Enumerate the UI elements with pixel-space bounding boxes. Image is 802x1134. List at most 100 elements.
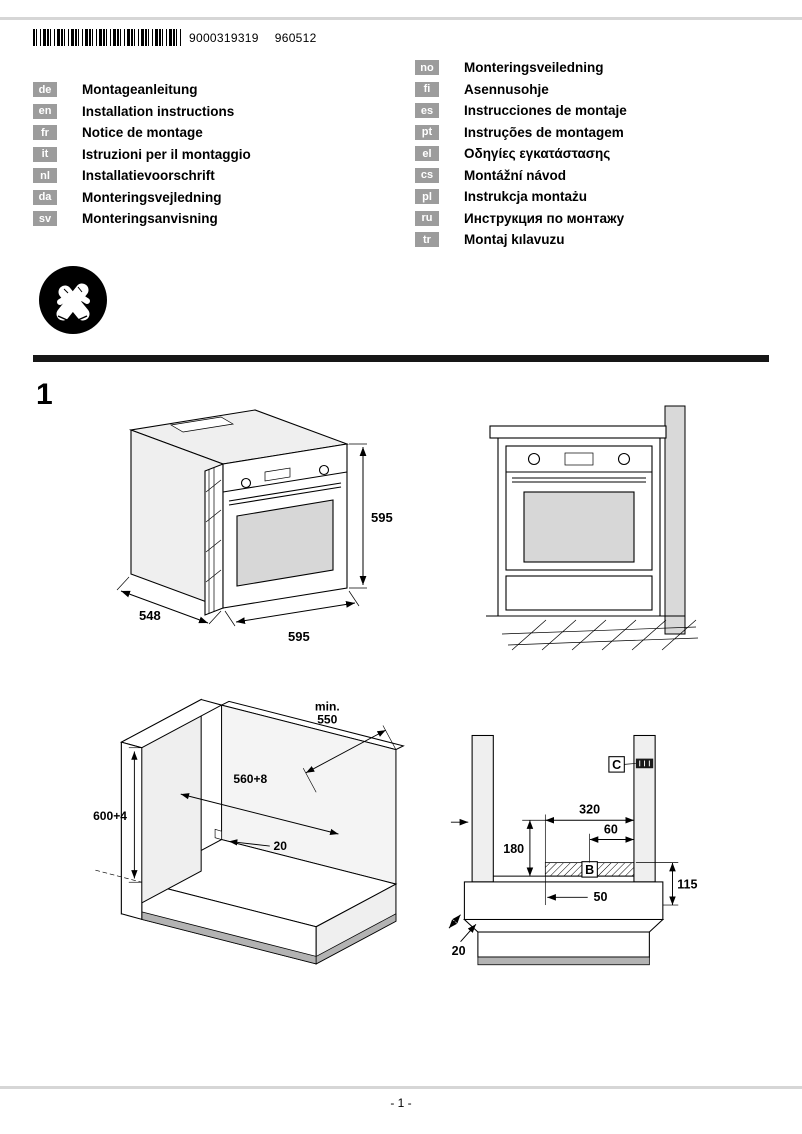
language-title: Monteringsanvisning (82, 211, 218, 227)
control-knob (527, 452, 541, 466)
language-title: Instrucciones de montaje (464, 103, 627, 119)
language-code-badge: it (33, 146, 57, 162)
plinth-recess-label: 20 (452, 944, 466, 958)
display (564, 452, 594, 466)
base-body (463, 881, 664, 921)
language-title: Installation instructions (82, 103, 235, 119)
language-row: no Monteringsveiledning (415, 57, 627, 79)
niche-front-view: B C (450, 734, 665, 966)
language-row: pl Instrukcja montażu (415, 186, 627, 208)
rear-gap-label: 20 (274, 839, 288, 853)
dimension-bottom-offset: 50 (544, 876, 607, 906)
oven-height-label: 595 (371, 510, 393, 525)
language-row: sv Monteringsanvisning (33, 208, 251, 230)
barcode (33, 29, 181, 46)
language-title: Οδηγίες εγκατάστασης (464, 146, 611, 162)
bottom-offset-label: 50 (593, 890, 607, 904)
protective-gloves-icon (39, 266, 107, 334)
language-code-badge: no (415, 60, 439, 76)
page-number: - 1 - (390, 1096, 412, 1110)
language-column-left: de Montageanleitung en Installation inst… (33, 79, 251, 230)
dimension-zone-height: 180 (503, 819, 546, 877)
control-knob (617, 452, 631, 466)
language-title: Asennusohje (464, 81, 549, 97)
language-code-badge: da (33, 189, 57, 205)
language-code-badge: ru (415, 210, 439, 226)
language-code-badge: es (415, 103, 439, 119)
drawing-niche-front: B C 320 60 180 (448, 734, 698, 966)
dimension-min-depth: min. 550 (302, 700, 397, 793)
dimension-plinth-recess: 20 (448, 914, 477, 958)
language-row: it Istruzioni per il montaggio (33, 144, 251, 166)
language-title: Installatievoorschrift (82, 168, 215, 184)
oven-depth-label: 548 (139, 608, 161, 623)
tiled-floor (501, 619, 699, 651)
language-row: da Monteringsvejledning (33, 187, 251, 209)
dimension-zone-width: 320 (544, 803, 635, 863)
language-row: el Οδηγίες εγκατάστασης (415, 143, 627, 165)
side-panel-front (120, 741, 143, 921)
language-title: Monteringsvejledning (82, 189, 222, 205)
countertop (489, 425, 667, 439)
niche-width-label: 560+8 (233, 772, 267, 786)
language-title: Montaj kılavuzu (464, 232, 565, 248)
oven-isometric (128, 409, 350, 616)
print-code: 960512 (274, 30, 317, 45)
drawing-oven-dimensions: 595 548 595 (116, 409, 393, 644)
language-row: es Instrucciones de montaje (415, 100, 627, 122)
dimension-niche-width: 560+8 (180, 772, 339, 836)
dimension-oven-height: 595 (349, 443, 393, 589)
section-divider (33, 355, 769, 362)
language-title: Instruções de montagem (464, 124, 624, 140)
top-divider (0, 17, 802, 20)
zone-height-label: 180 (503, 842, 524, 856)
language-title: Monteringsveiledning (464, 60, 604, 76)
language-title: Montageanleitung (82, 82, 198, 98)
language-row: fr Notice de montage (33, 122, 251, 144)
barcode-row: 9000319319 960512 (33, 29, 317, 46)
language-row: fi Asennusohje (415, 79, 627, 101)
left-panel (471, 734, 494, 883)
oven-width-label: 595 (288, 629, 310, 644)
wall (664, 405, 686, 635)
figure-number: 1 (36, 378, 53, 411)
language-code-badge: fr (33, 125, 57, 141)
language-title: Notice de montage (82, 125, 203, 141)
dimension-oven-width: 595 (224, 590, 360, 644)
cabinet-isometric (95, 698, 405, 965)
dimension-oven-depth: 548 (116, 576, 222, 625)
plinth (477, 931, 650, 958)
language-title: Montážní návod (464, 167, 566, 183)
drawing-cabinet-niche-iso: min. 550 560+8 600+4 20 (93, 698, 405, 965)
bottom-divider (0, 1086, 802, 1089)
rear-gap-notch (214, 828, 222, 840)
zone-width-label: 320 (579, 803, 600, 817)
oven-door-window (523, 491, 635, 563)
language-title: Инструкция по монтажу (464, 210, 625, 226)
language-row: de Montageanleitung (33, 79, 251, 101)
dimension-zone-inner-width: 60 (589, 823, 634, 863)
language-code-badge: tr (415, 232, 439, 248)
language-code-badge: de (33, 82, 57, 98)
right-panel (633, 734, 656, 883)
language-code-badge: sv (33, 211, 57, 227)
language-code-badge: nl (33, 168, 57, 184)
language-code-badge: cs (415, 167, 439, 183)
dimension-niche-height: 600+4 (93, 747, 142, 883)
language-code-badge: el (415, 146, 439, 162)
language-row: nl Installatievoorschrift (33, 165, 251, 187)
min-depth-label: 550 (317, 713, 337, 727)
language-code-badge: en (33, 103, 57, 119)
language-row: en Installation instructions (33, 101, 251, 123)
zone-inner-width-label: 60 (604, 823, 618, 837)
drawing-built-in-oven (486, 405, 699, 651)
language-code-badge: pt (415, 124, 439, 140)
label-c: C (612, 758, 621, 772)
language-code-badge: pl (415, 189, 439, 205)
side-height-label: 115 (677, 878, 697, 892)
dimension-rear-gap: 20 (228, 839, 288, 853)
language-row: pt Instruções de montagem (415, 122, 627, 144)
language-row: cs Montážní návod (415, 165, 627, 187)
min-label: min. (315, 700, 340, 714)
